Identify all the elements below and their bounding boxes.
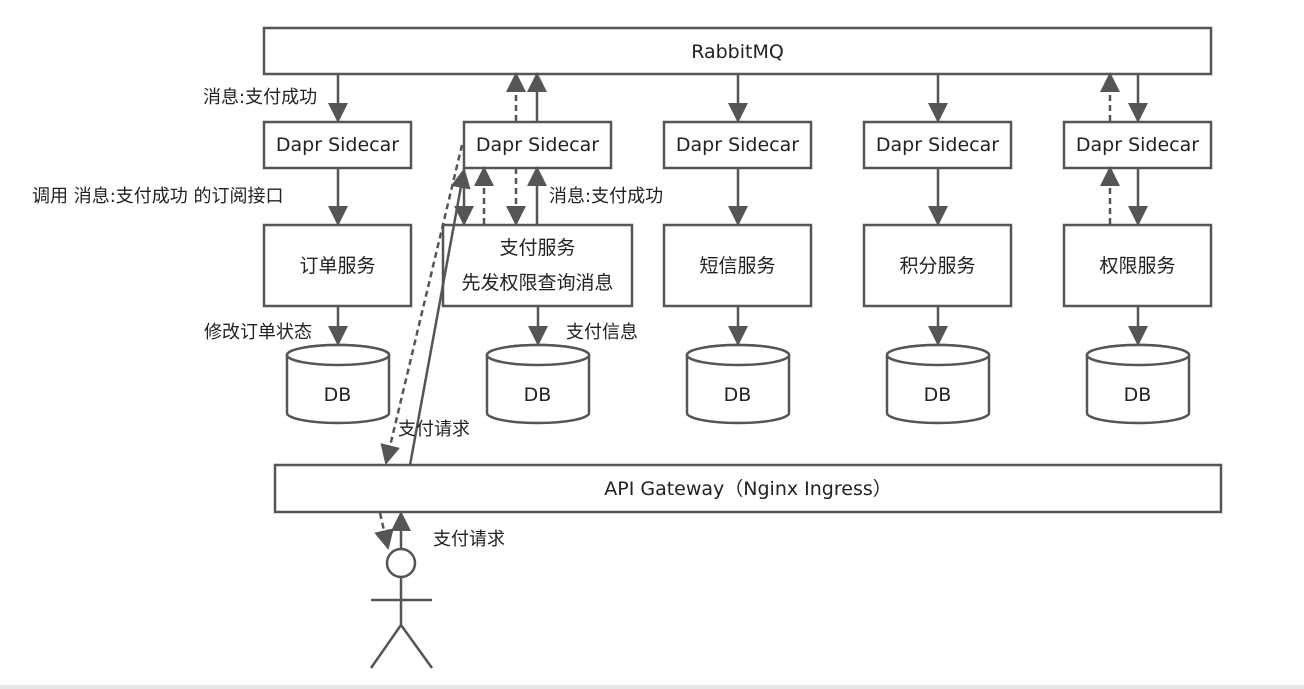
invoke-subscribe-label: 调用 消息:支付成功 的订阅接口 <box>32 186 284 207</box>
service-box-order <box>262 223 413 308</box>
sidecar-box-pay <box>462 120 613 170</box>
arrow-sidecar-pay-to-gateway-dashed <box>380 144 464 465</box>
sidecar-label-pay: Dapr Sidecar <box>475 134 600 156</box>
msg-pay-success-mid-label: 消息:支付成功 <box>549 186 664 207</box>
user-right-leg <box>399 624 434 669</box>
pay-request-lower-label: 支付请求 <box>433 529 505 550</box>
msg-pay-success-left-label: 消息:支付成功 <box>203 87 318 108</box>
db-label-pay: DB <box>523 384 552 406</box>
db-label-sms: DB <box>723 384 752 406</box>
gateway-box <box>273 463 1223 514</box>
sidecar-label-sms: Dapr Sidecar <box>675 134 800 156</box>
sidecar-label-points: Dapr Sidecar <box>875 134 1000 156</box>
pay-request-upper-label: 支付请求 <box>398 419 470 440</box>
db-cylinder-top-points <box>885 343 991 367</box>
bottom-divider <box>0 685 1304 689</box>
rabbitmq-label: RabbitMQ <box>691 41 784 63</box>
pay-info-label: 支付信息 <box>566 322 638 343</box>
service-pay-label-line1: 支付服务 <box>499 237 576 259</box>
sidecar-label-order: Dapr Sidecar <box>275 134 400 156</box>
service-pay-label-line2: 先发权限查询消息 <box>461 272 614 294</box>
service-box-points <box>862 223 1013 308</box>
db-cylinder-top-sms <box>685 343 791 367</box>
db-cylinder-top-pay <box>485 343 591 367</box>
user-head <box>385 547 417 579</box>
db-label-perm: DB <box>1123 384 1152 406</box>
gateway-label: API Gateway（Nginx Ingress） <box>604 478 892 500</box>
service-box-sms <box>662 223 813 308</box>
update-order-state-label: 修改订单状态 <box>204 322 312 343</box>
db-cylinder-top-order <box>285 343 391 367</box>
sidecar-label-perm: Dapr Sidecar <box>1075 134 1200 156</box>
service-points-label: 积分服务 <box>899 255 976 277</box>
arrow-gateway-to-sidecar-pay <box>408 168 471 466</box>
service-order-label: 订单服务 <box>299 255 376 277</box>
service-sms-label: 短信服务 <box>699 255 776 277</box>
sidecar-box-points <box>862 120 1013 170</box>
user-left-leg <box>369 624 403 669</box>
service-box-perm <box>1062 223 1213 308</box>
db-cylinder-top-perm <box>1085 343 1191 367</box>
db-label-order: DB <box>323 384 352 406</box>
arrow-gateway-to-user-dashed <box>374 512 394 550</box>
rabbitmq-box <box>262 26 1213 76</box>
db-label-points: DB <box>923 384 952 406</box>
service-perm-label: 权限服务 <box>1099 255 1176 277</box>
